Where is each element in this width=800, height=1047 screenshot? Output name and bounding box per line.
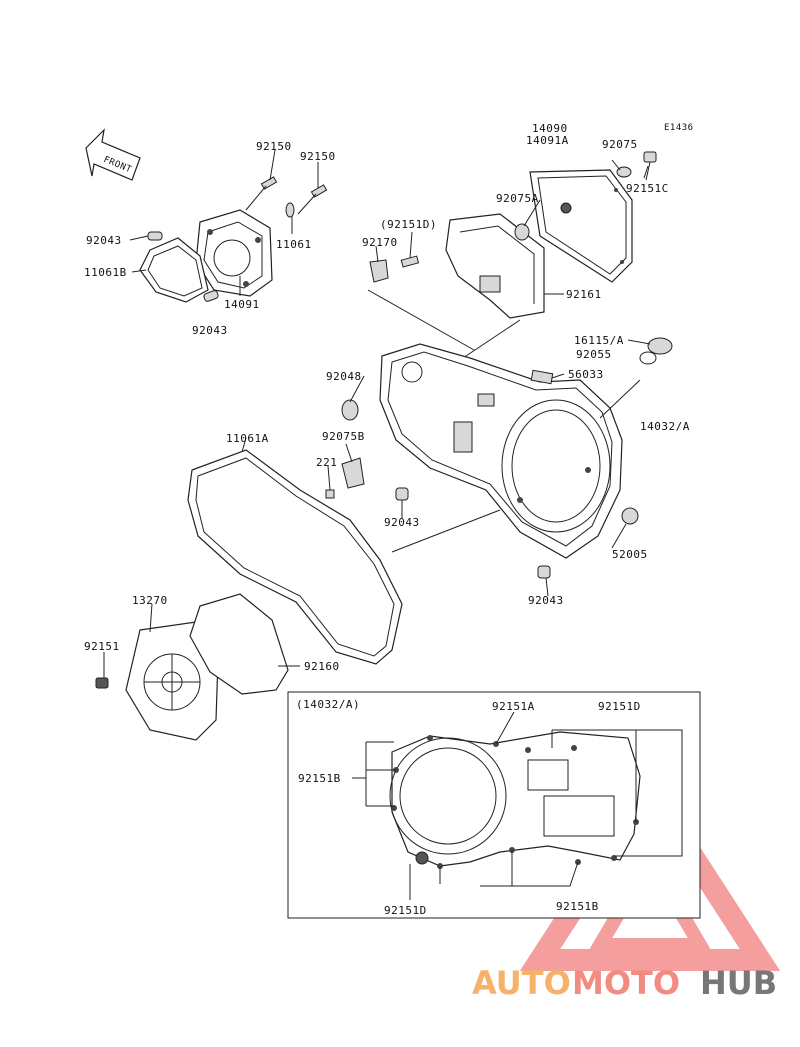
bolt-92151c — [643, 151, 657, 181]
dowel-92043-c — [395, 487, 409, 501]
inset-box — [287, 691, 701, 919]
gasket-11061a — [187, 449, 403, 665]
label-92151d-inset: 92151D — [598, 700, 641, 713]
label-92043-d: 92043 — [528, 594, 564, 607]
bolt-92151 — [95, 677, 109, 689]
label-92075: 92075 — [602, 138, 638, 151]
label-92151: 92151 — [84, 640, 120, 653]
bolt-92150-a — [245, 176, 278, 211]
label-11061b: 11061B — [84, 266, 127, 279]
label-92160: 92160 — [304, 660, 340, 673]
oring-92055 — [639, 351, 657, 365]
label-92151b-left: 92151B — [298, 772, 341, 785]
label-92150-b: 92150 — [300, 150, 336, 163]
crankcase-cover-14032 — [379, 343, 623, 559]
grommet-92075a — [514, 223, 530, 241]
plate-92161 — [445, 213, 545, 319]
label-92043-b: 92043 — [192, 324, 228, 337]
plate-56033 — [530, 369, 554, 385]
label-14091a: 14091A — [526, 134, 569, 147]
label-92075b: 92075B — [322, 430, 365, 443]
plug-16115 — [647, 337, 673, 355]
gasket-11061b — [139, 237, 209, 303]
label-13270: 13270 — [132, 594, 168, 607]
bushing-92048 — [341, 399, 359, 421]
label-11061a: 11061A — [226, 432, 269, 445]
label-92151d-top: (92151D) — [380, 218, 437, 231]
front-arrow-icon: FRONT — [85, 128, 141, 181]
washer-92075 — [616, 166, 632, 178]
leader-92170 — [367, 289, 475, 351]
label-92075a: 92075A — [496, 192, 539, 205]
diagram-id: E1436 — [664, 123, 694, 133]
label-92161: 92161 — [566, 288, 602, 301]
label-92055: 92055 — [576, 348, 612, 361]
leader-lines — [103, 149, 651, 678]
label-92170: 92170 — [362, 236, 398, 249]
label-14091: 14091 — [224, 298, 260, 311]
label-56033: 56033 — [568, 368, 604, 381]
part-labels: E1436 92150 92150 92043 11061B 11061 140… — [84, 122, 694, 917]
cover-14091 — [195, 209, 273, 297]
label-92151b-bottom: 92151B — [556, 900, 599, 913]
watermark-part1: AUTO — [472, 964, 571, 1002]
watermark-text: AUTO MOTO HUB — [472, 964, 777, 1002]
label-92043-a: 92043 — [86, 234, 122, 247]
label-92151c: 92151C — [626, 182, 669, 195]
label-92043-c: 92043 — [384, 516, 420, 529]
dowel-92043-a — [147, 231, 163, 241]
bolt-92151d-top — [400, 255, 420, 268]
label-221: 221 — [316, 456, 337, 469]
label-14032: 14032/A — [640, 420, 690, 433]
bolt-92150-b — [297, 184, 328, 215]
label-92048: 92048 — [326, 370, 362, 383]
dowel-92043-d — [537, 565, 551, 579]
label-11061: 11061 — [276, 238, 312, 251]
ring-11061 — [285, 202, 295, 218]
label-14090: 14090 — [532, 122, 568, 135]
clamp-92075b — [341, 457, 365, 489]
watermark-part2: MOTO — [572, 964, 680, 1002]
label-92151d-bottom: 92151D — [384, 904, 427, 917]
watermark-part3: HUB — [700, 964, 777, 1002]
label-52005: 52005 — [612, 548, 648, 561]
dowel-92043-b — [203, 290, 219, 302]
clamp-92170 — [369, 259, 389, 283]
inset-title: (14032/A) — [296, 698, 360, 711]
leader-gasket — [391, 509, 501, 553]
seal-52005 — [621, 507, 639, 525]
label-16115: 16115/A — [574, 334, 624, 347]
label-92150-a: 92150 — [256, 140, 292, 153]
label-92151a: 92151A — [492, 700, 535, 713]
cover-14090 — [529, 169, 633, 283]
gasket-92160 — [189, 593, 289, 695]
bolt-221 — [325, 489, 335, 499]
